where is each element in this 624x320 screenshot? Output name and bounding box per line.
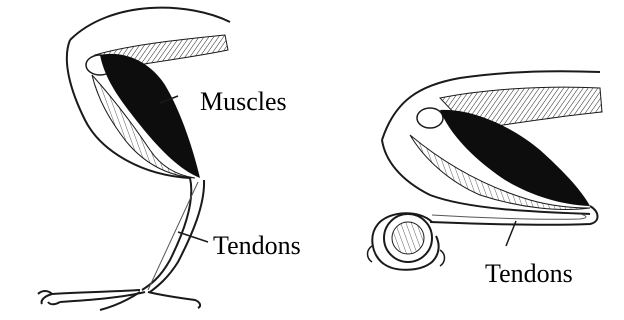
tendons-left-pointer-line [178,232,208,242]
standing-foot [38,290,200,310]
tendons-left-label: Tendons [213,233,301,259]
perching-leg-illustration [368,71,603,270]
muscles-label: Muscles [200,89,287,115]
standing-lower-leg-inner [150,180,204,292]
standing-body-outline [70,8,230,40]
perching-lower-leg-inner [432,214,586,219]
tendons-right-label: Tendons [485,261,573,287]
perching-muscle-mass [440,110,590,206]
perching-hip-joint [417,108,443,128]
standing-leg-illustration [38,8,230,310]
